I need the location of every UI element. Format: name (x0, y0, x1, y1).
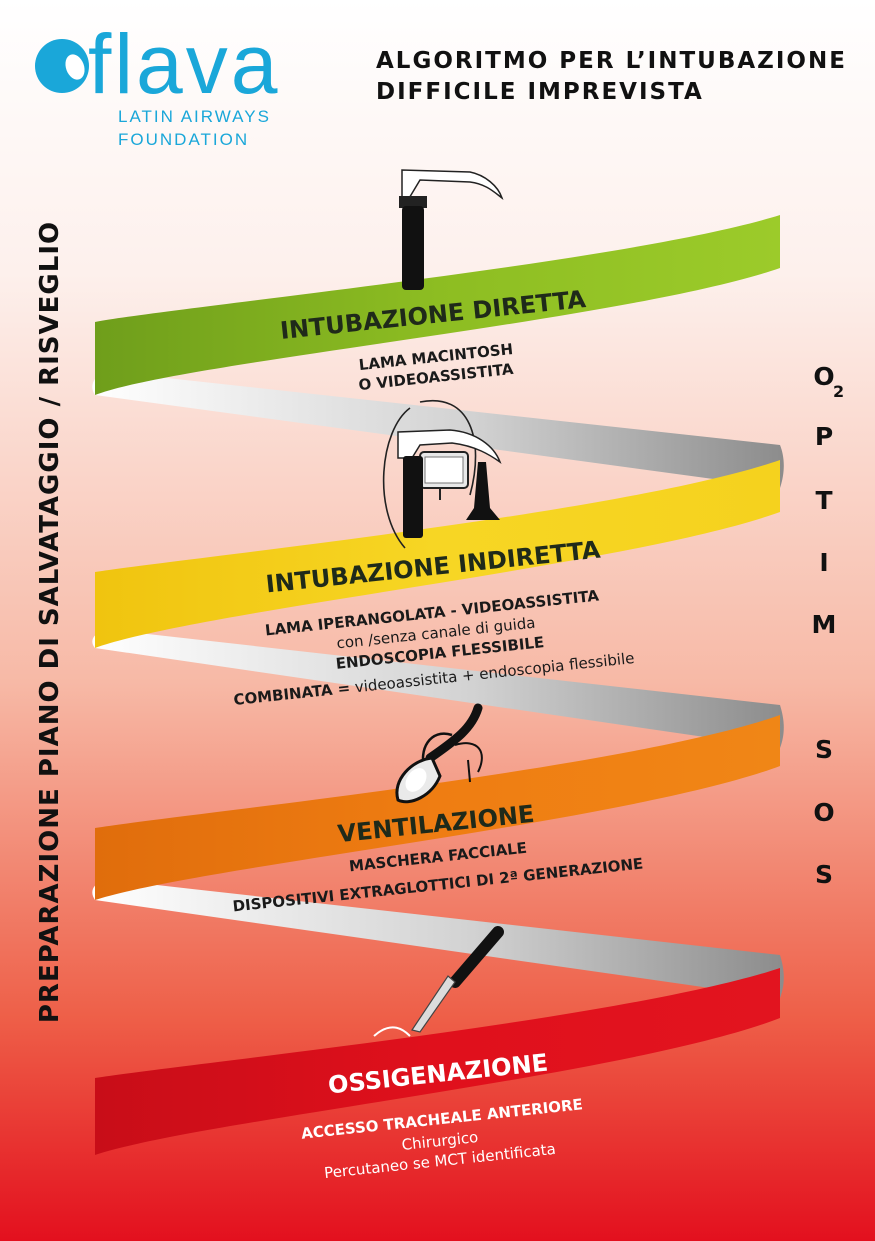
optimsos-letter-s2: S (814, 860, 833, 889)
logo-subtitle-line1: LATIN AIRWAYS (118, 107, 271, 126)
ribbon-green (95, 215, 780, 395)
videolaryngoscope-icon (382, 399, 502, 549)
sidebar-vertical-label: PREPARAZIONE PIANO DI SALVATAGGIO / RISV… (35, 220, 65, 1024)
logo-icon (35, 39, 89, 93)
logo-subtitle-line2: FOUNDATION (118, 130, 250, 149)
optimsos-o-text: O (813, 362, 835, 391)
optimsos-letter-s1: S (814, 735, 833, 764)
ribbon-back-3 (92, 880, 784, 998)
ribbon-yellow (95, 460, 780, 648)
page-title-line1: ALGORITMO PER L’INTUBAZIONE (376, 48, 847, 74)
ribbon-back-2 (92, 630, 784, 748)
page-title-line2: DIFFICILE IMPREVISTA (376, 79, 704, 105)
optimsos-letter-i: I (819, 548, 829, 577)
optimsos-letter-t: T (815, 486, 833, 515)
ribbon-orange (95, 715, 780, 900)
ribbon-red (95, 968, 780, 1155)
optimsos-letter-o2: O (813, 798, 835, 827)
laryngoscope-icon (399, 169, 504, 290)
optimsos-letter-m: M (811, 610, 837, 639)
laryngeal-mask-icon (395, 703, 483, 804)
scalpel-icon (373, 926, 504, 1037)
optimsos-letter-p: P (814, 422, 834, 451)
optimsos-subscript: 2 (833, 382, 845, 401)
logo-wordmark: flava (88, 17, 281, 111)
